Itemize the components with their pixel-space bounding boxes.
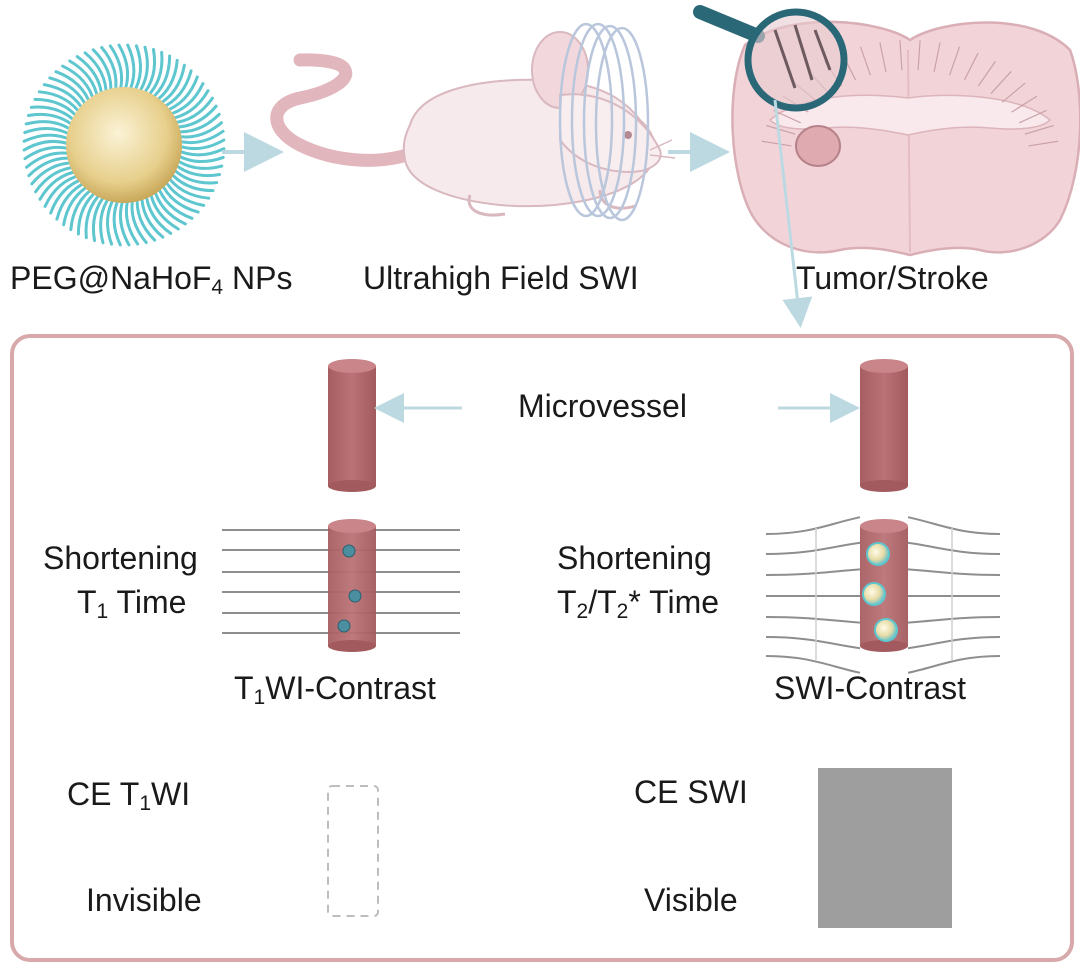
brain-midline [907, 49, 911, 253]
magnifier-icon [693, 5, 848, 112]
cortical-vessel-line [1019, 109, 1047, 124]
ce-swi-result-box [818, 768, 952, 928]
t2-field-line [765, 568, 1001, 576]
mouse-eye [624, 131, 632, 139]
mouse-tail [270, 53, 427, 167]
ce-t1wi-label: CE T1WI [67, 776, 191, 815]
brain-white-matter [768, 94, 1052, 136]
cortical-vessel-line [949, 46, 961, 76]
cortical-vessel-line [859, 46, 871, 76]
t2-guide-lines [815, 528, 953, 660]
cortical-vessel-line [933, 42, 941, 72]
nanoparticle-core [66, 87, 182, 203]
t2-nanoparticles [862, 542, 898, 642]
cortical-vessel-line [917, 40, 921, 71]
cortical-vessel-line [879, 42, 887, 72]
t2-vessel [860, 519, 908, 652]
mouse-whisker [649, 139, 673, 151]
cortical-vessel-line [1001, 82, 1026, 103]
mouse-hind-leg [467, 194, 506, 217]
disease-label: Tumor/Stroke [796, 260, 989, 296]
t2-field-line [765, 655, 1001, 674]
t2-field-line [765, 616, 1001, 624]
mouse-whisker [649, 154, 676, 159]
nanoparticle-illustration [22, 43, 226, 247]
imaging-label: Ultrahigh Field SWI [363, 260, 639, 296]
cortical-vessel-line [899, 40, 903, 71]
cortical-vessel-line [761, 140, 792, 147]
microvessel-right [860, 359, 908, 492]
cortical-vessel-line [990, 71, 1012, 94]
ce-swi-label: CE SWI [634, 774, 748, 810]
cortical-vessel-line [773, 109, 801, 124]
right-effect-line1: Shortening [557, 540, 712, 576]
t2-field-line [765, 516, 1001, 535]
cortical-vessel-line [1028, 140, 1059, 147]
brain-lesion [795, 125, 841, 167]
ce-t1wi-result-box [327, 785, 379, 917]
t2-field-line [765, 636, 1001, 650]
left-effect-line1: Shortening [43, 540, 198, 576]
t1-vessel [328, 519, 376, 652]
left-effect-line2: T1 Time [77, 584, 187, 623]
cortical-vessel-line [963, 52, 979, 81]
right-effect-line2: T2/T2* Time [557, 584, 720, 623]
t2-field-line [765, 541, 1001, 555]
microvessel-label: Microvessel [518, 388, 687, 424]
visible-label: Visible [644, 882, 738, 918]
microvessel-left [328, 359, 376, 492]
nanoparticle-label: PEG@NaHoF4 NPs [10, 260, 293, 299]
left-contrast-label: T1WI-Contrast [234, 670, 436, 709]
t2-field-lines [765, 516, 1001, 674]
mri-coil-rings [558, 22, 650, 222]
cortical-vessel-line [977, 61, 996, 87]
cortical-vessel-line [1024, 124, 1054, 135]
arrow-brain-to-panel [773, 99, 813, 328]
right-contrast-label: SWI-Contrast [774, 670, 967, 706]
cortical-vessel-line [766, 124, 796, 135]
invisible-label: Invisible [86, 882, 202, 918]
t1-agent-molecule [337, 544, 362, 633]
mechanism-panel [10, 334, 1074, 962]
cortical-vessel-line [1011, 95, 1038, 113]
